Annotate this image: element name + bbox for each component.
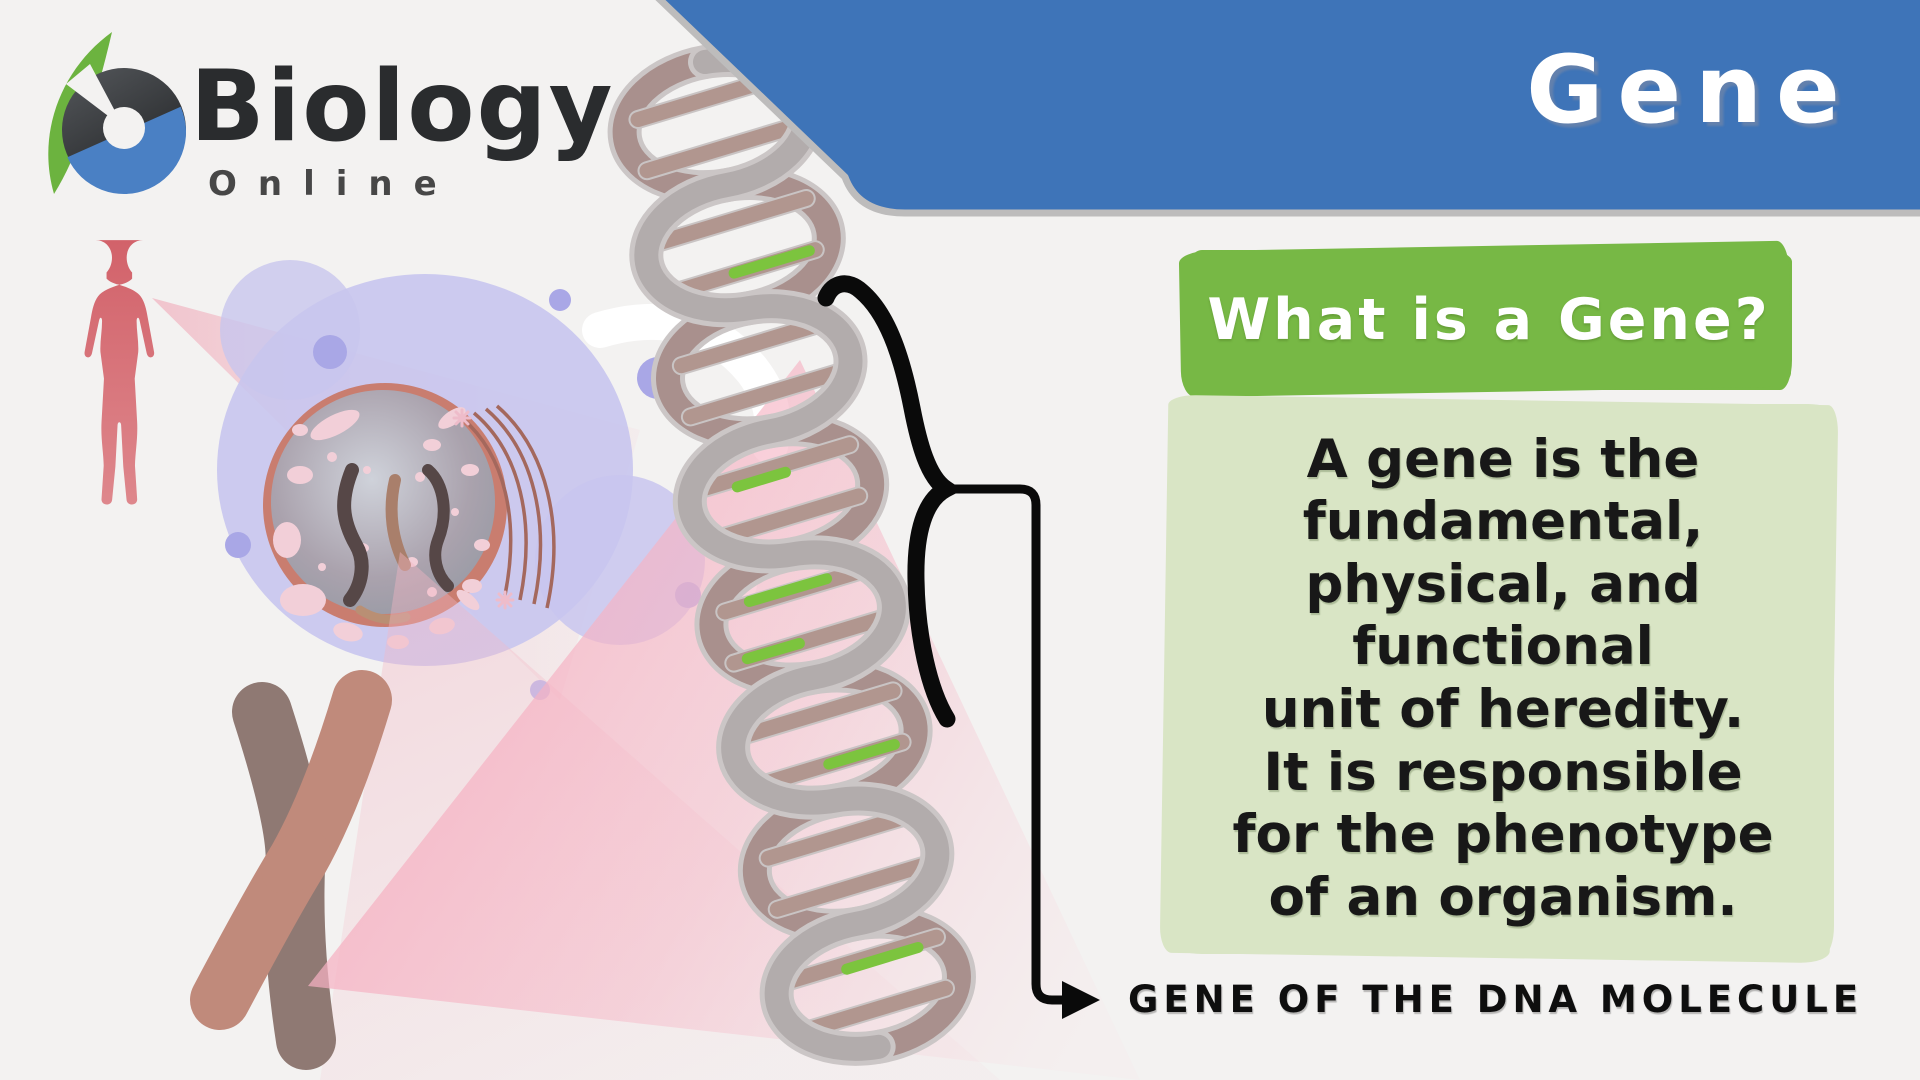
nucleus-icon — [263, 383, 556, 649]
gene-segment — [728, 245, 924, 975]
question-box: What is a Gene? — [1186, 250, 1792, 390]
dna-molecule-caption: GENE OF THE DNA MOLECULE — [1128, 978, 1864, 1021]
chromosome-icon — [190, 670, 392, 1070]
page-title: Gene — [1526, 36, 1854, 145]
human-figure-icon — [84, 240, 155, 505]
definition-box: A gene is the fundamental, physical, and… — [1172, 404, 1834, 954]
dna-helix-icon — [607, 42, 977, 1066]
connector-arrow-icon — [943, 484, 1100, 1019]
curly-brace-icon — [817, 275, 963, 728]
banner-shape — [655, 0, 1920, 217]
logo-brand-text: Biology — [190, 50, 615, 164]
logo-subtitle-text: Online — [208, 164, 458, 204]
question-title: What is a Gene? — [1207, 287, 1771, 353]
definition-text: A gene is the fundamental, physical, and… — [1232, 428, 1774, 928]
biology-online-logo-icon — [48, 32, 186, 194]
